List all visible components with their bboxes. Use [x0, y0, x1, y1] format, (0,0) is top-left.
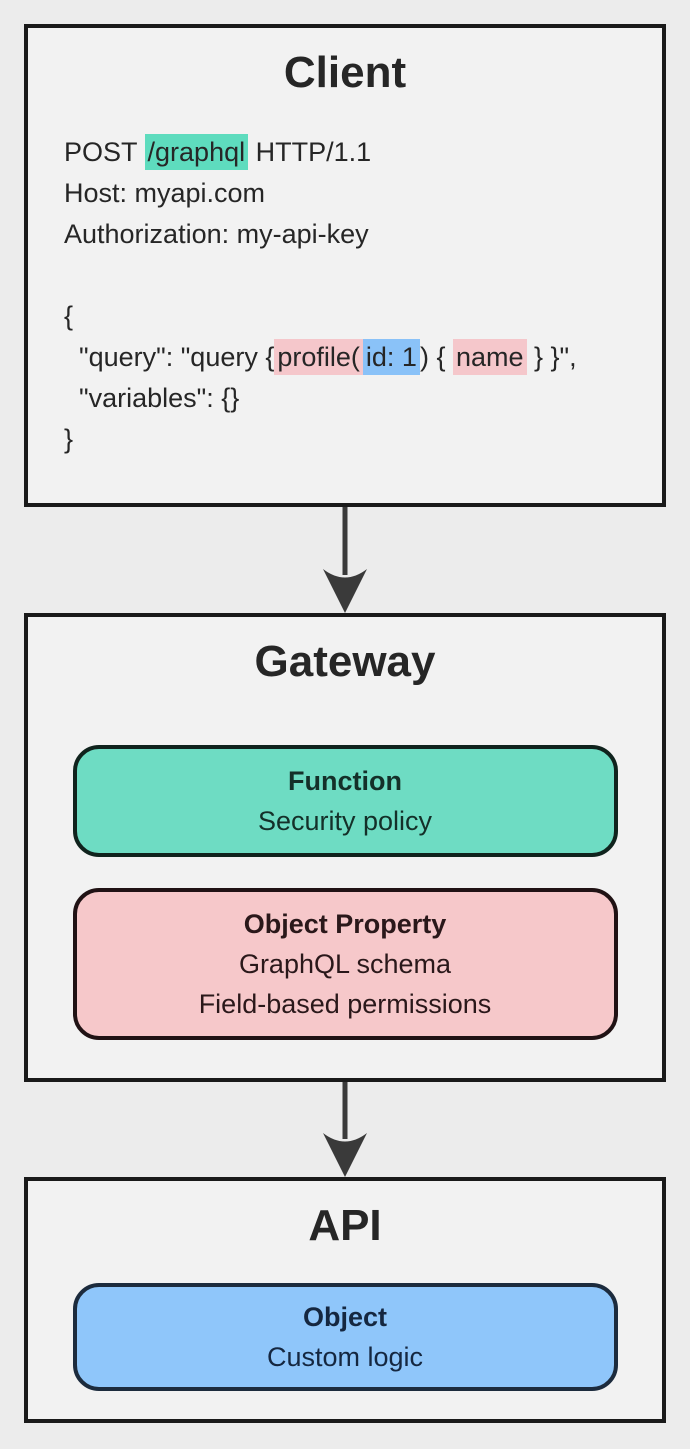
arrow-gateway-to-api — [0, 1082, 690, 1177]
code-text: { — [64, 301, 74, 331]
code-text: ) { — [419, 342, 453, 372]
blue-highlighted-code: id: 1 — [362, 339, 420, 375]
pink-highlighted-code: profile( — [274, 339, 363, 375]
object-card-title: Object — [302, 1302, 388, 1332]
code-text: HTTP/1.1 — [248, 137, 372, 167]
code-text: } }", — [526, 342, 577, 372]
object-card-line: Custom logic — [266, 1342, 424, 1372]
function-card: Function Security policy — [72, 745, 618, 857]
api-title: API — [308, 1201, 382, 1250]
code-text: Authorization: my-api-key — [64, 219, 369, 249]
gateway-box: Gateway Function Security policy Object … — [24, 613, 666, 1082]
code-line: { — [64, 296, 662, 337]
code-line: Host: myapi.com — [64, 173, 662, 214]
code-text: Host: myapi.com — [64, 178, 266, 208]
client-title: Client — [283, 48, 407, 97]
object-property-card-title: Object Property — [243, 909, 447, 939]
code-text: } — [64, 424, 74, 454]
teal-highlighted-code: /graphql — [144, 134, 249, 170]
code-text: "variables": {} — [64, 383, 240, 413]
code-line — [64, 255, 662, 296]
object-property-card-line: Field-based permissions — [198, 989, 492, 1019]
pink-highlighted-code: name — [452, 339, 527, 375]
code-text: "query": "query { — [64, 342, 275, 372]
object-property-card-line: GraphQL schema — [238, 949, 452, 979]
api-box: API Object Custom logic — [24, 1177, 666, 1423]
gateway-title: Gateway — [254, 637, 436, 686]
function-card-line: Security policy — [257, 806, 433, 836]
code-line: } — [64, 419, 662, 460]
function-card-title: Function — [288, 766, 402, 796]
arrow-client-to-gateway — [0, 507, 690, 613]
code-line: "query": "query {profile(id: 1) { name }… — [64, 337, 662, 378]
arrow-down-icon — [323, 1082, 367, 1177]
code-line: Authorization: my-api-key — [64, 214, 662, 255]
code-text: POST — [64, 137, 145, 167]
object-card: Object Custom logic — [72, 1283, 618, 1391]
code-line: "variables": {} — [64, 378, 662, 419]
code-line: POST /graphql HTTP/1.1 — [64, 132, 662, 173]
object-property-card: Object Property GraphQL schema Field-bas… — [72, 888, 618, 1040]
arrow-down-icon — [323, 507, 367, 613]
